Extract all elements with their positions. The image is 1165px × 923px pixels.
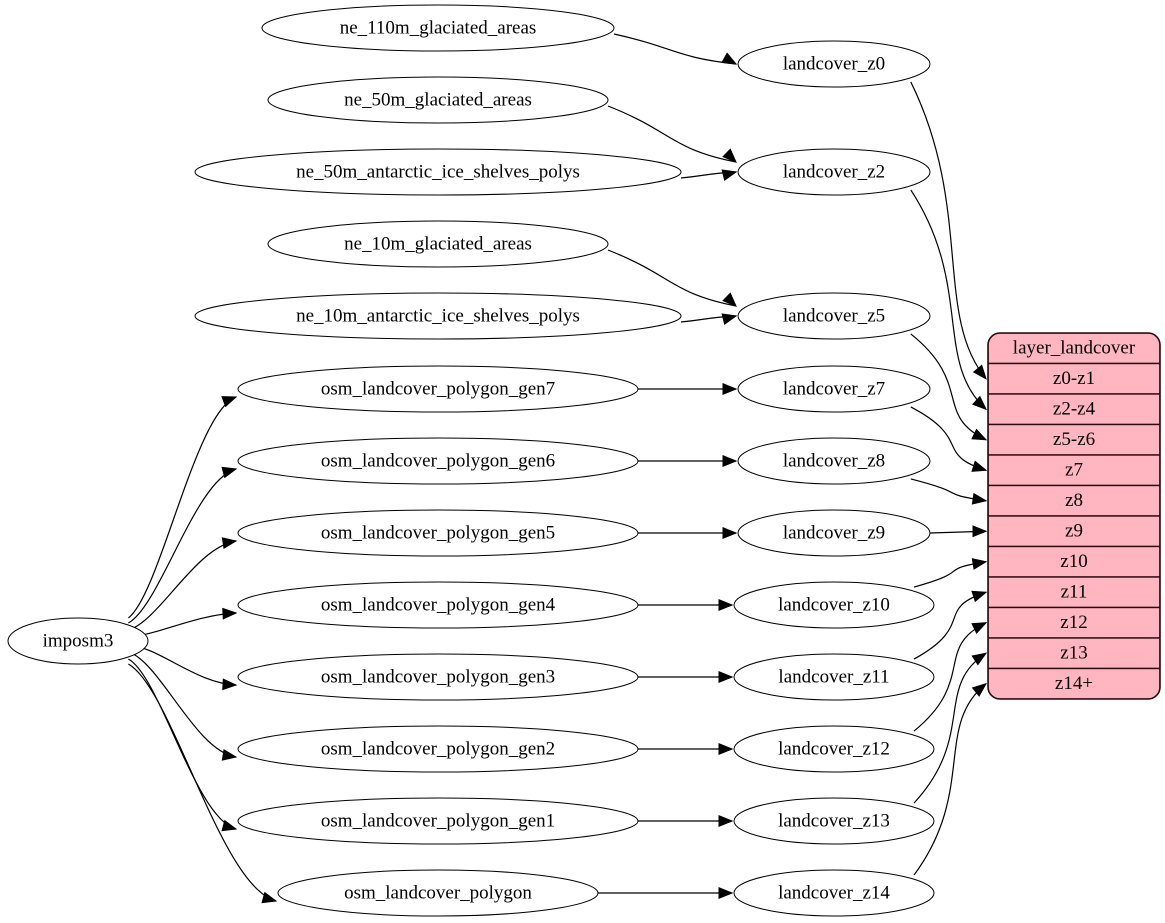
table-row[interactable]: z0-z1: [988, 362, 1160, 395]
edge-ne_50m_glaciated_areas-to-landcover_z2: [607, 105, 737, 163]
nodes-layer: imposm3 ne_110m_glaciated_areas ne_50m_gla…: [7, 4, 935, 917]
edge-landcover_z10-to-layer-row-z10: [913, 558, 988, 588]
node-landcover_z5[interactable]: landcover_z5: [737, 292, 931, 340]
node-landcover_z2[interactable]: landcover_z2: [737, 148, 931, 196]
node-osm_landcover_polygon_gen6[interactable]: osm_landcover_polygon_gen6: [237, 437, 639, 485]
edge-imposm3-to-osm_landcover_polygon_gen6: [128, 466, 238, 624]
node-landcover_z11[interactable]: landcover_z11: [733, 653, 935, 701]
edge-imposm3-to-osm_landcover_polygon_gen3: [128, 644, 238, 691]
table-row[interactable]: z9: [988, 515, 1160, 548]
edge-ne_10m_glaciated_areas-to-landcover_z5: [607, 249, 737, 307]
edge-landcover_z13-to-layer-row-z13: [913, 652, 988, 804]
node-ne_50m_glaciated_areas[interactable]: ne_50m_glaciated_areas: [267, 76, 609, 124]
table-row[interactable]: z5-z6: [988, 423, 1160, 456]
edge-landcover_z9-to-layer-row-z9: [929, 525, 988, 538]
node-osm_landcover_polygon_gen7[interactable]: osm_landcover_polygon_gen7: [237, 365, 639, 413]
edge-imposm3-to-osm_landcover_polygon_gen5: [128, 537, 238, 631]
edge-imposm3-to-osm_landcover_polygon_gen7: [128, 396, 238, 619]
edge-landcover_z11-to-layer-row-z11: [913, 590, 988, 660]
node-ne_10m_glaciated_areas[interactable]: ne_10m_glaciated_areas: [267, 220, 609, 268]
edge-landcover_z0-to-layer-row-z0-z1: [910, 81, 987, 380]
edge-imposm3-to-osm_landcover_polygon_gen1: [128, 658, 238, 832]
node-landcover_z13[interactable]: landcover_z13: [733, 797, 935, 845]
edge-landcover_z5-to-layer-row-z5-z6: [910, 333, 988, 441]
table-row[interactable]: z10: [988, 545, 1160, 578]
edge-landcover_z7-to-layer-row-z7: [910, 406, 988, 472]
table-row[interactable]: z11: [988, 576, 1160, 609]
edge-ne_50m_antarctic_ice_shelves_polys-to-landcover_z2: [680, 169, 738, 181]
node-landcover_z7[interactable]: landcover_z7: [737, 365, 931, 413]
edge-landcover_z2-to-layer-row-z2-z4: [910, 189, 987, 411]
node-osm_landcover_polygon_gen5[interactable]: osm_landcover_polygon_gen5: [237, 509, 639, 557]
edge-osm_landcover_polygon_gen2-to-landcover_z12: [638, 743, 734, 755]
table-rows-group: layer_landcoverz0-z1z2-z4z5-z6z7z8z9z10z…: [988, 333, 1160, 699]
node-osm_landcover_polygon_gen2[interactable]: osm_landcover_polygon_gen2: [237, 725, 639, 773]
node-landcover_z10[interactable]: landcover_z10: [733, 581, 935, 629]
node-ne_110m_glaciated_areas[interactable]: ne_110m_glaciated_areas: [261, 4, 615, 52]
table-row[interactable]: z7: [988, 454, 1160, 487]
table-row[interactable]: z12: [988, 606, 1160, 639]
node-osm_landcover_polygon_gen1[interactable]: osm_landcover_polygon_gen1: [237, 797, 639, 845]
edge-osm_landcover_polygon_gen4-to-landcover_z10: [638, 599, 734, 611]
node-landcover_z9[interactable]: landcover_z9: [737, 509, 931, 557]
table-row[interactable]: z8: [988, 484, 1160, 517]
node-ne_50m_antarctic_ice_shelves_polys[interactable]: ne_50m_antarctic_ice_shelves_polys: [194, 148, 682, 196]
table-header-cell: layer_landcover: [988, 333, 1160, 365]
edge-osm_landcover_polygon-to-landcover_z14: [598, 887, 734, 899]
edge-landcover_z14-to-layer-row-z14+: [913, 682, 988, 876]
node-osm_landcover_polygon_gen3[interactable]: osm_landcover_polygon_gen3: [237, 653, 639, 701]
table-row[interactable]: z14+: [988, 667, 1160, 700]
edges-layer: [128, 33, 988, 904]
table-row[interactable]: z2-z4: [988, 393, 1160, 426]
edge-landcover_z8-to-layer-row-z8: [910, 478, 988, 505]
node-landcover_z12[interactable]: landcover_z12: [733, 725, 935, 773]
node-landcover_z8[interactable]: landcover_z8: [737, 437, 931, 485]
node-ne_10m_antarctic_ice_shelves_polys[interactable]: ne_10m_antarctic_ice_shelves_polys: [194, 292, 682, 340]
edge-osm_landcover_polygon_gen5-to-landcover_z9: [638, 527, 738, 539]
edge-osm_landcover_polygon_gen3-to-landcover_z11: [638, 671, 734, 683]
node-landcover_z0[interactable]: landcover_z0: [737, 40, 931, 88]
edge-landcover_z12-to-layer-row-z12: [913, 622, 988, 732]
edge-osm_landcover_polygon_gen6-to-landcover_z8: [638, 455, 738, 467]
edge-ne_110m_glaciated_areas-to-landcover_z0: [613, 33, 738, 65]
node-osm_landcover_polygon_gen4[interactable]: osm_landcover_polygon_gen4: [237, 581, 639, 629]
edge-ne_10m_antarctic_ice_shelves_polys-to-landcover_z5: [680, 313, 738, 325]
edge-osm_landcover_polygon_gen7-to-landcover_z7: [638, 383, 738, 395]
node-landcover_z14[interactable]: landcover_z14: [733, 869, 935, 917]
edge-imposm3-to-osm_landcover_polygon_gen2: [128, 651, 238, 761]
table-outline: [987, 332, 1161, 700]
edge-imposm3-to-osm_landcover_polygon: [128, 663, 278, 904]
node-osm_landcover_polygon[interactable]: osm_landcover_polygon: [277, 869, 599, 917]
edge-osm_landcover_polygon_gen1-to-landcover_z13: [638, 815, 734, 827]
table-row[interactable]: z13: [988, 637, 1160, 670]
layer-landcover-table: layer_landcoverz0-z1z2-z4z5-z6z7z8z9z10z…: [987, 332, 1161, 700]
node-imposm3[interactable]: imposm3: [7, 617, 149, 665]
